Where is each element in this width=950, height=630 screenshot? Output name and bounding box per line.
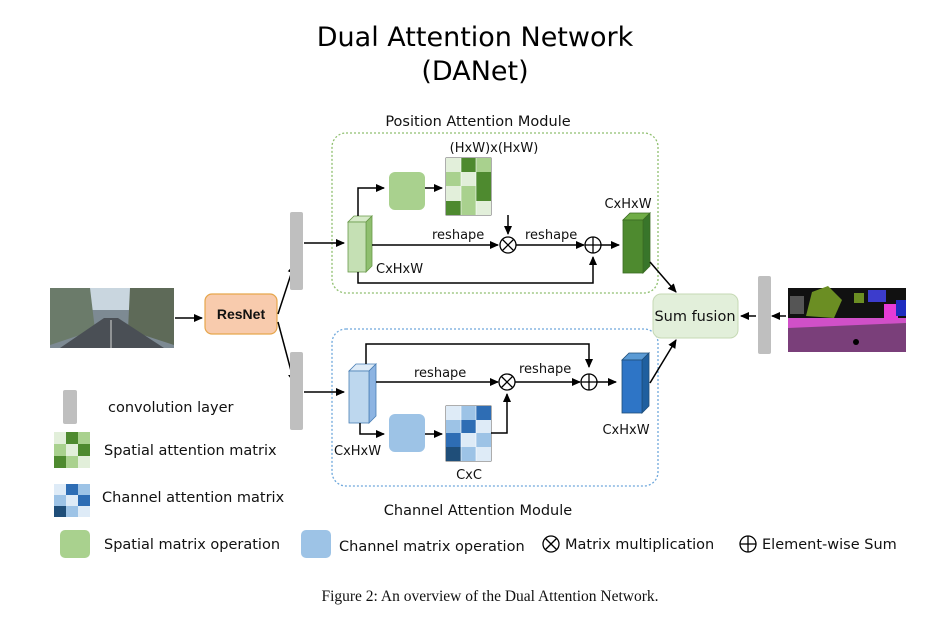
resnet-block — [204, 293, 278, 335]
pam-output-dims: CxHxW — [604, 197, 651, 212]
figure-caption: Figure 2: An overview of the Dual Attent… — [321, 588, 658, 605]
position-attention-frame — [331, 132, 659, 294]
segmentation-output-image — [788, 286, 906, 352]
diagram-title-line1: Dual Attention Network — [316, 22, 634, 53]
input-image — [50, 288, 174, 348]
pam-reshape-2: reshape — [525, 228, 577, 243]
fusion-conv-layer — [758, 276, 771, 354]
channel-attention-frame — [331, 328, 659, 487]
resnet-label: ResNet — [217, 306, 266, 322]
pam-attention-dims: (HxW)x(HxW) — [450, 141, 539, 156]
legend-conv-swatch — [63, 390, 77, 424]
pam-conv-layer — [290, 212, 303, 290]
pam-output-tensor — [622, 212, 651, 274]
sum-fusion-label: Sum fusion — [654, 309, 735, 325]
cam-channel-attention-matrix — [445, 405, 492, 462]
legend-matmul-label: Matrix multiplication — [565, 537, 714, 553]
legend-spatial-matrix-swatch — [54, 432, 90, 468]
channel-attention-title: Channel Attention Module — [384, 503, 572, 519]
legend-elementwise-sum-icon — [739, 535, 757, 553]
position-attention-title: Position Attention Module — [385, 114, 570, 130]
legend-elementwise-sum-label: Element-wise Sum — [762, 537, 897, 553]
legend-conv-label: convolution layer — [108, 400, 234, 416]
legend-spatial-op-label: Spatial matrix operation — [104, 537, 280, 553]
cam-input-dims: CxHxW — [334, 444, 381, 459]
legend-channel-op-swatch — [301, 530, 331, 558]
legend-spatial-op-swatch — [60, 530, 90, 558]
cam-reshape-2: reshape — [519, 362, 571, 377]
legend-spatial-matrix-label: Spatial attention matrix — [104, 443, 277, 459]
cam-conv-layer — [290, 352, 303, 430]
cam-input-tensor — [348, 363, 377, 424]
cam-output-dims: CxHxW — [602, 423, 649, 438]
legend-channel-matrix-label: Channel attention matrix — [102, 490, 285, 506]
cam-attention-dims: CxC — [456, 468, 482, 483]
pam-elementwise-sum-icon — [584, 236, 602, 254]
pam-spatial-attention-matrix — [445, 157, 492, 216]
cam-matmul-icon — [498, 373, 516, 391]
sum-fusion-block — [652, 293, 739, 339]
pam-spatial-op — [389, 172, 425, 210]
cam-channel-op — [389, 414, 425, 452]
pam-reshape-1: reshape — [432, 228, 484, 243]
legend-channel-matrix-swatch — [54, 484, 90, 517]
legend-matmul-icon — [542, 535, 560, 553]
cam-reshape-1: reshape — [414, 366, 466, 381]
legend-channel-op-label: Channel matrix operation — [339, 539, 525, 555]
pam-input-dims: CxHxW — [376, 262, 423, 277]
diagram-title-line2: (DANet) — [421, 56, 529, 87]
pam-input-tensor — [347, 215, 373, 273]
cam-output-tensor — [621, 352, 650, 414]
pam-matmul-icon — [499, 236, 517, 254]
cam-elementwise-sum-icon — [580, 373, 598, 391]
